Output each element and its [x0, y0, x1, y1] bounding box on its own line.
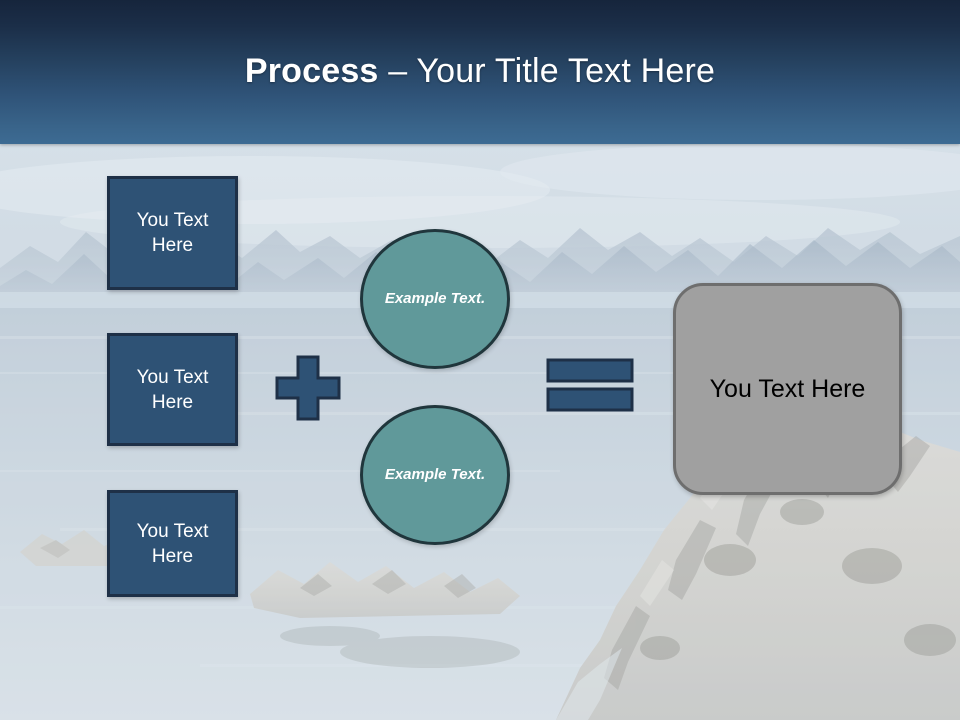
page-title: Process – Your Title Text Here [0, 50, 960, 92]
input-box-2-label: You Text Here [136, 366, 209, 413]
example-circle-2-label: Example Text. [384, 466, 486, 483]
example-circle-1-label: Example Text. [384, 290, 486, 307]
input-box-1[interactable]: You Text Here [107, 176, 238, 290]
page-title-strong: Process [244, 52, 379, 90]
equals-icon [546, 358, 634, 412]
plus-icon [275, 355, 341, 421]
input-box-3-label: You Text Here [136, 520, 209, 567]
input-box-1-label: You Text Here [136, 210, 209, 256]
result-box[interactable]: You Text Here [673, 283, 902, 495]
page-title-rest: – Your Title Text Here [378, 52, 716, 90]
example-circle-1[interactable]: Example Text. [360, 229, 510, 369]
input-box-3[interactable]: You Text Here [107, 490, 238, 597]
title-banner: Process – Your Title Text Here [0, 0, 960, 144]
result-box-label: You Text Here [709, 375, 866, 403]
input-box-2[interactable]: You Text Here [107, 333, 238, 446]
example-circle-2[interactable]: Example Text. [360, 405, 510, 545]
